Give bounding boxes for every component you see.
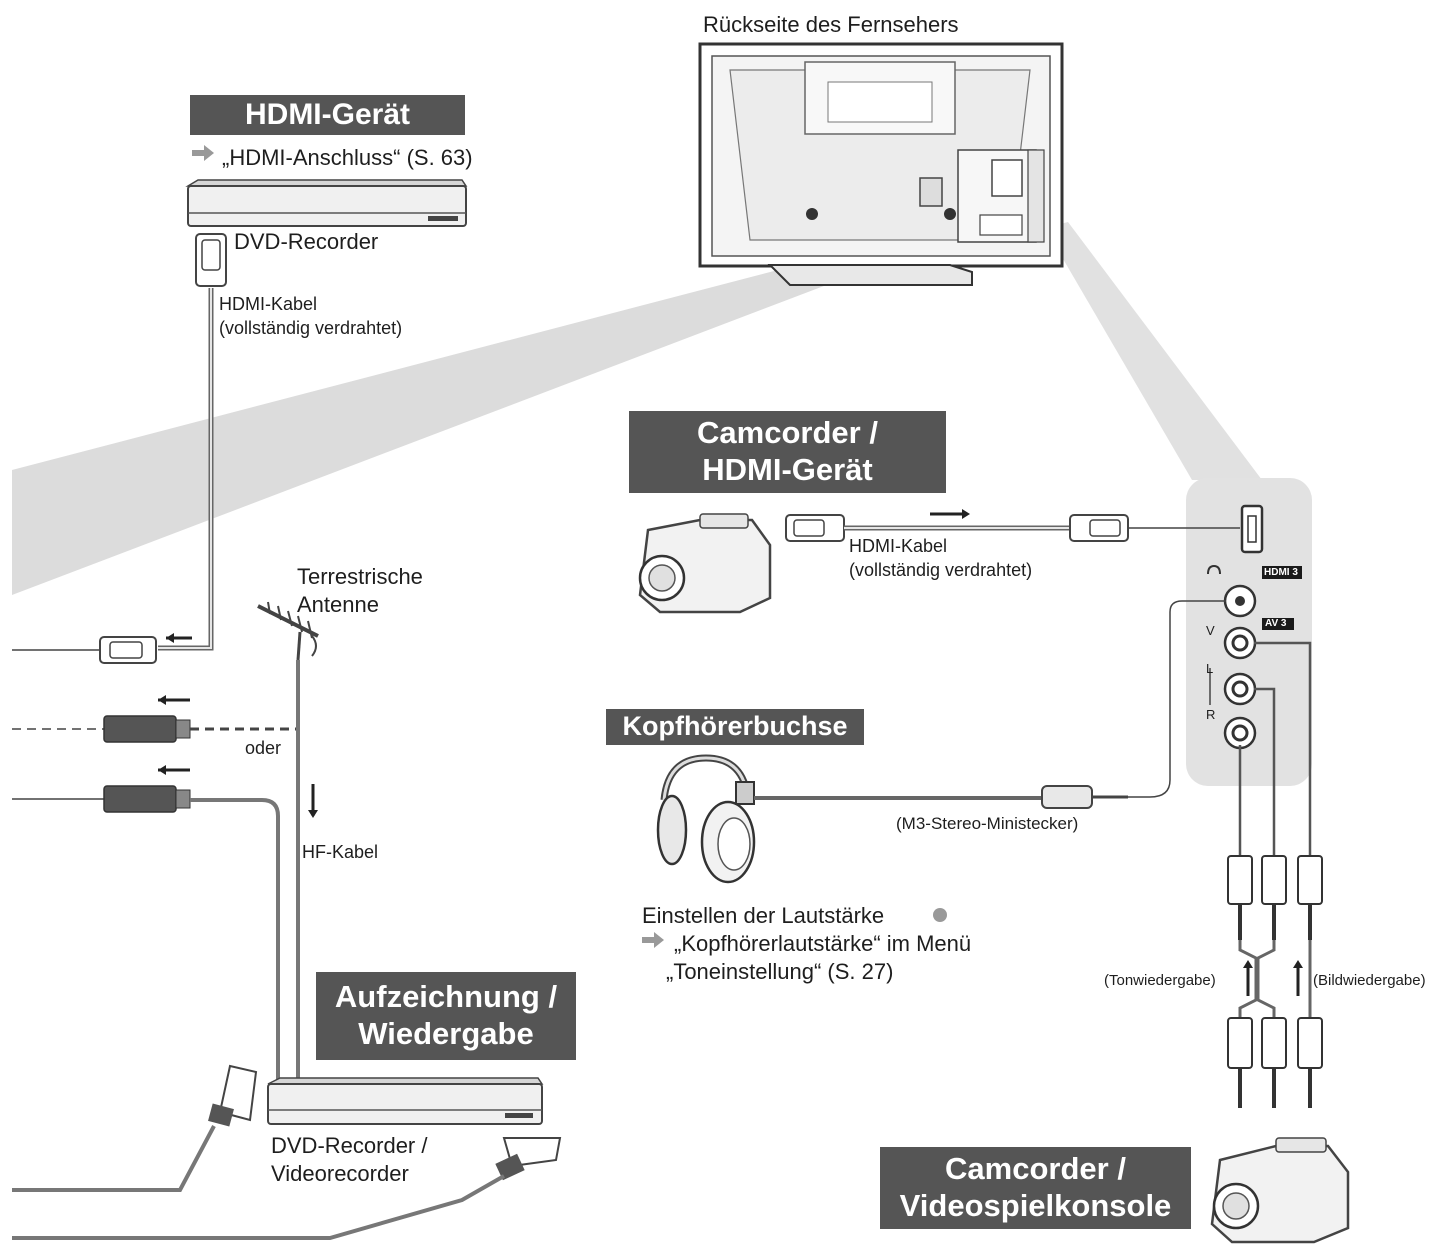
panel-v-label: V [1206, 623, 1215, 638]
panel-hdmi3-label: HDMI 3 [1264, 567, 1298, 578]
volume-dot-icon [933, 908, 947, 922]
rf-plug-lower [12, 765, 280, 1082]
zoom-beam-left [12, 225, 950, 595]
volume-label-3: „Toneinstellung“ (S. 27) [666, 959, 894, 984]
hdmi-cable-left-highlight [158, 288, 212, 649]
antenna-label-2: Antenne [297, 592, 379, 617]
recorder-name-2: Videorecorder [271, 1161, 409, 1186]
hdmi-device-ref: „HDMI-Anschluss“ (S. 63) [222, 145, 473, 170]
camcorder-hdmi-cable-label: HDMI-Kabel [849, 536, 948, 556]
hdmi-device-title-text: HDMI-Gerät [244, 98, 410, 132]
hdmi-cable-camcorder [785, 509, 1240, 542]
headphone-title: Kopfhörerbuchse [606, 709, 864, 745]
antenna-label-1: Terrestrische [297, 564, 423, 589]
hdmi-cable-label: HDMI-Kabel [219, 294, 318, 314]
panel-l-label: L [1206, 661, 1214, 676]
dvd-recorder-hdmi-illustration [185, 179, 468, 227]
hdmi-plug-left [12, 633, 192, 664]
rf-cable-label: HF-Kabel [302, 842, 379, 862]
camcorder-game-title: Camcorder / Videospielkonsole [880, 1147, 1191, 1229]
scart-plug-right [12, 1137, 562, 1240]
panel-av3-label: AV 3 [1265, 618, 1287, 629]
hdmi-device-name: DVD-Recorder [234, 229, 379, 254]
headphone-cable [754, 600, 1226, 809]
camcorder-hdmi-cable-note: (vollständig verdrahtet) [849, 560, 1033, 580]
dvd-videorecorder-illustration [267, 1077, 544, 1125]
hdmi-cable-note: (vollständig verdrahtet) [219, 318, 403, 338]
tv-rear-illustration [698, 42, 1064, 286]
terrestrial-antenna [257, 601, 319, 1082]
zoom-beam-right [1045, 222, 1262, 480]
hdmi-device-title: HDMI-Gerät [190, 95, 465, 135]
camcorder-hdmi-title: Camcorder / HDMI-Gerät [629, 411, 946, 493]
camcorder-top-illustration [638, 513, 772, 614]
recording-title: Aufzeichnung / Wiedergabe [316, 972, 576, 1060]
av-cables [1227, 641, 1323, 1108]
or-label: oder [245, 738, 282, 758]
ref-arrow-icon-volume [642, 932, 664, 948]
scart-plug-left [12, 1064, 258, 1192]
hdmi-plug-top [195, 233, 227, 287]
camcorder-hdmi-title-line1: Camcorder / [697, 415, 878, 451]
camcorder-game-title-line1: Camcorder / [945, 1151, 1126, 1187]
headphone-title-text: Kopfhörerbuchse [622, 711, 848, 742]
recorder-name-1: DVD-Recorder / [271, 1133, 428, 1158]
panel-r-label: R [1206, 707, 1216, 722]
rf-plug-upper [12, 695, 298, 743]
headphones-illustration [656, 754, 756, 884]
ref-arrow-icon-hdmi [192, 145, 214, 161]
camcorder-game-title-line2: Videospielkonsole [899, 1188, 1172, 1223]
side-jack-panel [1186, 478, 1312, 786]
recording-title-line1: Aufzeichnung / [334, 979, 558, 1015]
video-playback-label: (Bildwiedergabe) [1313, 972, 1426, 989]
tv-rear-title: Rückseite des Fernsehers [703, 12, 959, 37]
recording-title-line2: Wiedergabe [358, 1016, 534, 1051]
camcorder-hdmi-title-line2: HDMI-Gerät [702, 452, 873, 487]
camcorder-bottom-illustration [1210, 1137, 1350, 1244]
volume-label-1: Einstellen der Lautstärke [642, 903, 885, 928]
headphone-plug-label: (M3-Stereo-Ministecker) [896, 814, 1079, 833]
audio-playback-label: (Tonwiedergabe) [1104, 972, 1216, 989]
volume-label-2: „Kopfhörerlautstärke“ im Menü [674, 931, 972, 956]
